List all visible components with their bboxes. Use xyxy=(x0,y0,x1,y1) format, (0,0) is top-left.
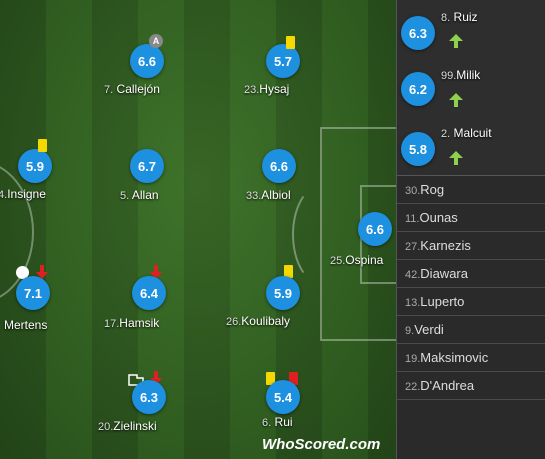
red-card-icon xyxy=(289,372,298,385)
player-name: 23.Hysaj xyxy=(244,82,290,96)
player-name: 2. Malcuit xyxy=(441,126,492,140)
player-rating: 6.7 xyxy=(130,149,164,183)
player-rating: 6.3 xyxy=(401,16,435,50)
yellow-card-icon xyxy=(38,139,47,152)
goal-ball-icon xyxy=(16,266,29,279)
player-name: 4.Insigne xyxy=(0,187,46,201)
pitch: 6.6 A 7. Callejón 5.7 23.Hysaj 5.9 4.Ins… xyxy=(0,0,396,459)
player-name: 7. Callejón xyxy=(104,82,160,96)
player-allan[interactable]: 6.7 5. Allan xyxy=(100,146,210,216)
player-rating: 5.4 xyxy=(266,380,300,414)
yellow-card-icon xyxy=(286,36,295,49)
player-albiol[interactable]: 6.6 33.Albiol xyxy=(234,146,344,216)
player-hamsik[interactable]: 6.4 17.Hamsik xyxy=(100,262,210,332)
bench-player[interactable]: 13.Luperto xyxy=(397,287,545,316)
bench-player[interactable]: 11.Ounas xyxy=(397,203,545,232)
player-name: 5. Allan xyxy=(120,188,159,202)
player-insigne[interactable]: 5.9 4.Insigne xyxy=(0,139,98,216)
player-rating: 6.6 xyxy=(130,44,164,78)
player-rating: 5.8 xyxy=(401,132,435,166)
player-rui[interactable]: 5.4 6. Rui xyxy=(234,368,344,438)
player-rating: 7.1 xyxy=(16,276,50,310)
player-rating: 6.3 xyxy=(132,380,166,414)
sub-on-row[interactable]: 6.3 8. Ruiz xyxy=(397,0,545,61)
player-rating: 5.9 xyxy=(266,276,300,310)
penalty-arc xyxy=(292,185,349,284)
sub-on-row[interactable]: 6.2 99.Milik xyxy=(397,60,545,121)
substitutes-sidebar: 6.3 8. Ruiz 6.2 99.Milik 5.8 2. Malcuit … xyxy=(396,0,545,459)
bench-player[interactable]: 42.Diawara xyxy=(397,259,545,288)
player-rating: 6.4 xyxy=(132,276,166,310)
player-name: 8. Ruiz xyxy=(441,10,478,24)
yellow-card-icon xyxy=(284,265,293,278)
player-name: Mertens xyxy=(4,318,48,332)
player-name: 26.Koulibaly xyxy=(226,314,290,328)
player-ospina[interactable]: 6.6 25.Ospina xyxy=(322,208,396,278)
bench-player[interactable]: 27.Karnezis xyxy=(397,231,545,260)
whoscored-logo: WhoScored.com xyxy=(262,436,381,453)
sub-on-arrow-icon xyxy=(449,151,463,165)
captain-badge: A xyxy=(149,34,163,48)
player-name: 20.Zielinski xyxy=(98,419,157,433)
player-name: 6. Rui xyxy=(262,415,293,429)
player-name: 25.Ospina xyxy=(330,253,384,267)
sub-off-arrow-icon xyxy=(150,265,162,279)
player-name: 17.Hamsik xyxy=(104,316,160,330)
bench-player[interactable]: 30.Rog xyxy=(397,175,545,204)
yellow-card-icon xyxy=(266,372,275,385)
sub-on-arrow-icon xyxy=(449,34,463,48)
bench-player[interactable]: 19.Maksimovic xyxy=(397,343,545,372)
player-rating: 5.9 xyxy=(18,149,52,183)
sub-off-arrow-icon xyxy=(36,265,48,279)
player-rating: 6.2 xyxy=(401,72,435,106)
bench-player[interactable]: 22.D'Andrea xyxy=(397,371,545,400)
player-callejon[interactable]: 6.6 A 7. Callejón xyxy=(100,34,210,110)
player-zielinski[interactable]: 6.3 20.Zielinski xyxy=(96,368,206,438)
sub-on-row[interactable]: 5.8 2. Malcuit xyxy=(397,120,545,176)
player-name: 99.Milik xyxy=(441,68,481,82)
sub-on-arrow-icon xyxy=(449,93,463,107)
player-mertens[interactable]: 7.1 Mertens xyxy=(0,262,98,332)
player-hysaj[interactable]: 5.7 23.Hysaj xyxy=(234,36,344,110)
player-rating: 6.6 xyxy=(358,212,392,246)
player-rating: 6.6 xyxy=(262,149,296,183)
bench-player[interactable]: 9.Verdi xyxy=(397,315,545,344)
player-rating: 5.7 xyxy=(266,44,300,78)
player-koulibaly[interactable]: 5.9 26.Koulibaly xyxy=(222,262,332,332)
player-name: 33.Albiol xyxy=(246,188,291,202)
